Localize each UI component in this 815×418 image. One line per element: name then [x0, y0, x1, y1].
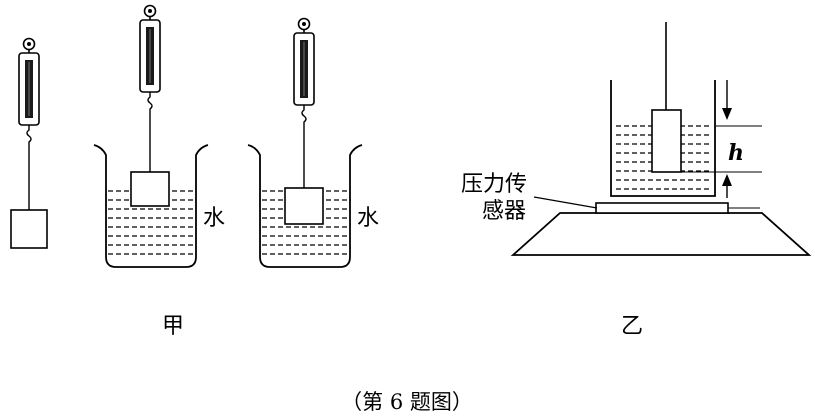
sensor-label-line2: 感器: [482, 199, 526, 224]
sensor-base: [510, 212, 812, 256]
label-jia: 甲: [162, 314, 184, 339]
block-in-air: [10, 209, 48, 249]
pressure-sensor-plate: [595, 202, 729, 214]
arrow-down-icon: [722, 108, 732, 120]
arrow-up-icon: [722, 174, 732, 186]
water-container: [610, 80, 716, 197]
h-label: h: [728, 140, 744, 166]
beaker-setup-submerged: [247, 17, 363, 268]
water-label-1: 水: [203, 206, 225, 231]
spring-scale-in-air: [10, 37, 48, 249]
pressure-sensor-setup: [510, 22, 812, 256]
sensor-label-line1: 压力传: [461, 172, 527, 197]
water-label-2: 水: [357, 206, 379, 231]
figure-caption: （第 6 题图）: [341, 390, 473, 414]
beaker-setup-partial: [93, 4, 209, 268]
block-partial: [130, 171, 170, 207]
block-submerged: [284, 187, 324, 225]
label-yi: 乙: [621, 314, 643, 339]
immersed-block: [651, 109, 682, 173]
